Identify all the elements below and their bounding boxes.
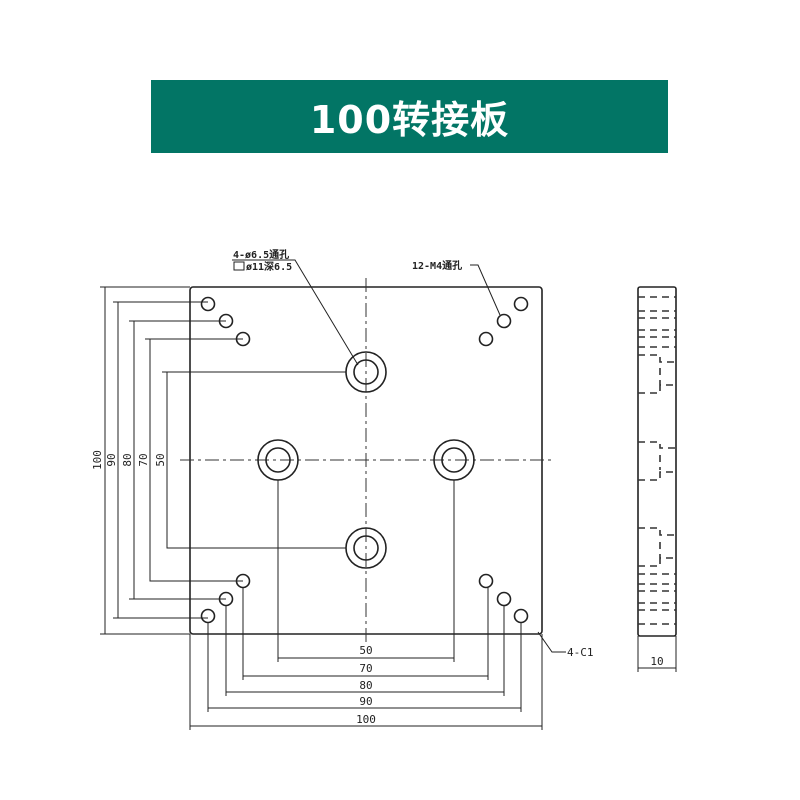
dim-90-h: 90 (359, 695, 372, 708)
dim-80-h: 80 (359, 679, 372, 692)
note-tapped: 12-M4通孔 (412, 259, 462, 272)
title-banner: 100转接板 (151, 80, 668, 153)
note-chamfer: 4-C1 (567, 646, 594, 659)
leader-counterbore (232, 259, 359, 366)
counterbore-symbol (233, 261, 245, 271)
dim-80-v: 80 (121, 453, 134, 466)
dim-70-h: 70 (359, 662, 372, 675)
leader-tapped (470, 264, 501, 316)
bottom-dimensions (189, 480, 543, 730)
left-dimensions (100, 286, 346, 635)
side-outline (637, 286, 677, 637)
dim-70-v: 70 (137, 453, 150, 466)
leader-chamfer (537, 631, 566, 653)
dim-50-v: 50 (154, 453, 167, 466)
dim-100-v: 100 (91, 450, 104, 470)
dim-90-v: 90 (105, 453, 118, 466)
dim-100-h: 100 (356, 713, 376, 726)
dim-thickness: 10 (650, 655, 663, 668)
dim-50-h: 50 (359, 644, 372, 657)
front-view: 100 90 80 70 50 50 70 80 90 100 4-ø6.5通孔… (91, 248, 594, 730)
note-counterbore: ø11深6.5 (246, 260, 292, 273)
note-through-hole: 4-ø6.5通孔 (233, 248, 289, 261)
side-view: 10 (637, 286, 677, 672)
title: 100转接板 (309, 98, 510, 142)
